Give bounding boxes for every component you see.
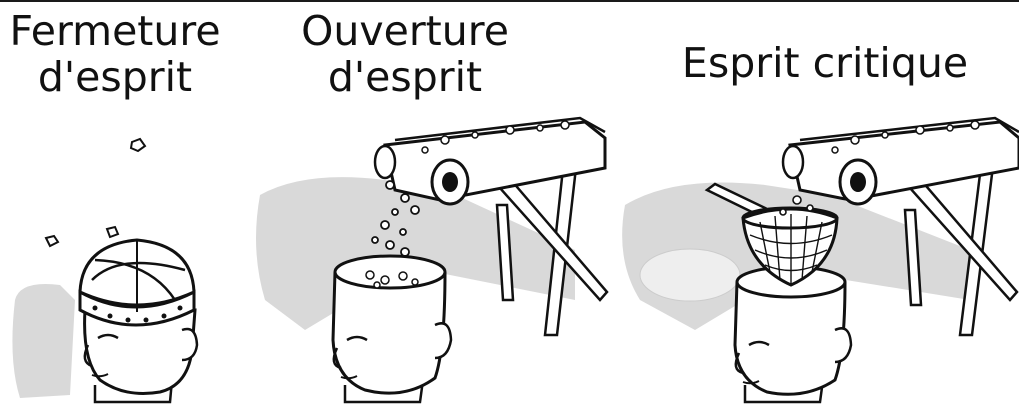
head: [331, 271, 447, 395]
nose: [734, 352, 744, 375]
debris-3: [105, 225, 120, 239]
dome-strap-1: [91, 261, 186, 281]
conveyor-top: [394, 116, 606, 142]
eye: [748, 340, 770, 347]
open-head-conveyor-illustration: [256, 116, 609, 404]
mouth: [91, 373, 109, 378]
debris-2: [44, 234, 60, 248]
conveyor-top: [799, 116, 1019, 142]
caption-closed-mind: Fermeture d'esprit: [0, 8, 230, 100]
panel-critical-thinking: Esprit critique: [615, 0, 1019, 405]
caption-line-1: Ouverture: [301, 7, 509, 55]
belt-debris: [421, 120, 570, 154]
debris-1: [129, 137, 147, 153]
eye: [97, 333, 119, 340]
eye: [346, 335, 368, 342]
caption-line-2: d'esprit: [37, 53, 193, 101]
head: [733, 281, 847, 396]
conveyor-leg-1: [903, 208, 923, 307]
sieve-basket: [741, 206, 839, 287]
open-skull-rim: [333, 254, 447, 290]
caught-debris: [779, 195, 814, 216]
caption-line-1: Fermeture: [9, 7, 221, 55]
head-shadow: [12, 284, 76, 398]
dome-strap-2: [94, 258, 177, 301]
belt-debris: [831, 120, 980, 154]
panel-closed-mind: Fermeture d'esprit: [0, 0, 245, 405]
closed-head-illustration: [12, 137, 199, 404]
ear: [181, 327, 199, 362]
sieve-shadow: [639, 248, 741, 302]
ear: [834, 327, 853, 364]
mouth: [742, 380, 760, 385]
head-contents: [365, 270, 419, 289]
head: [83, 308, 197, 395]
mouth: [340, 375, 358, 380]
panel-open-mind: Ouverture d'esprit: [245, 0, 615, 405]
nose: [83, 344, 93, 368]
top-border-line: [0, 0, 1019, 2]
caption-line-1: Esprit critique: [681, 39, 969, 87]
caption-open-mind: Ouverture d'esprit: [270, 8, 540, 100]
conveyor-leg-1: [495, 203, 515, 302]
ear: [434, 322, 453, 360]
sieve-head-conveyor-illustration: [622, 116, 1019, 404]
nose: [332, 347, 342, 370]
caption-line-2: d'esprit: [327, 53, 483, 101]
caption-critical-thinking: Esprit critique: [645, 40, 1005, 86]
